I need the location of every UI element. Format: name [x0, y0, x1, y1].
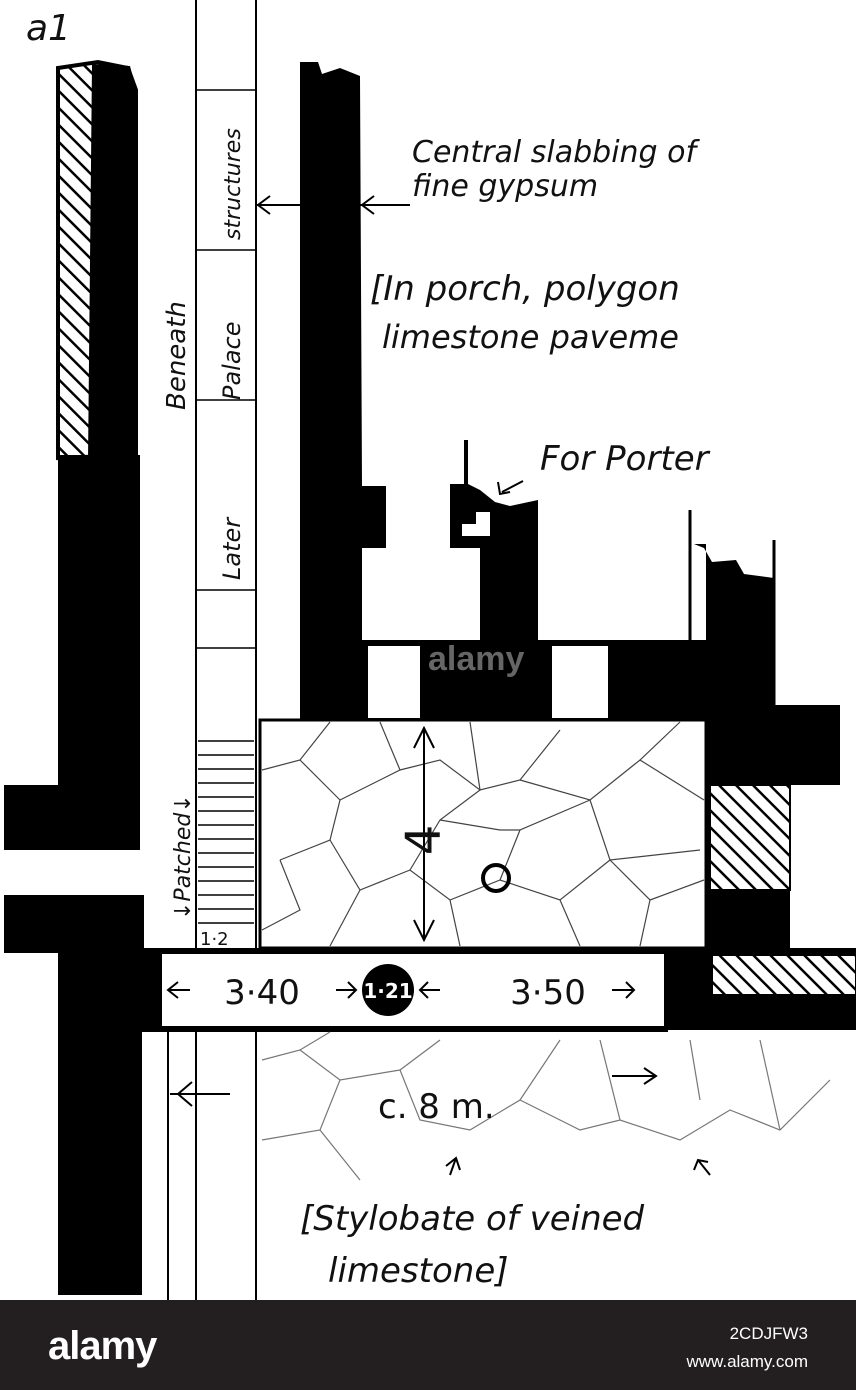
dimension-centre: 1·21: [363, 979, 412, 1003]
porch-pavement: [258, 718, 708, 950]
porch-note-line1: [In porch, polygon: [370, 269, 680, 309]
dimension-band: [142, 948, 668, 1032]
corner-label: a1: [26, 8, 71, 49]
stock-footer: alamy 2CDJFW3 www.alamy.com: [0, 1300, 856, 1390]
vertical-note-structures: structures: [221, 128, 246, 240]
depth-label: 4: [396, 825, 452, 856]
stylobate-line1: [Stylobate of veined: [300, 1199, 645, 1239]
watermark: alamy: [428, 640, 524, 678]
pointer-arrows: [170, 195, 711, 1176]
dimension-right: 3·50: [510, 973, 586, 1013]
vertical-note-later: Later: [218, 516, 246, 580]
stock-logo: alamy: [48, 1324, 157, 1368]
small-dimension: 1·2: [200, 929, 229, 950]
central-slabbing-line2: fine gypsum: [412, 169, 598, 204]
width-label: c. 8 m.: [378, 1087, 495, 1127]
site-url: www.alamy.com: [686, 1352, 808, 1371]
dimension-left: 3·40: [224, 973, 300, 1013]
floor-plan-diagram: a1 Beneath Later Palace structures ↓Patc…: [4, 0, 856, 1300]
image-id: 2CDJFW3: [729, 1324, 808, 1343]
porter-niche: [424, 440, 538, 720]
dimension-arrows: [166, 981, 636, 999]
vertical-note-beneath: Beneath: [162, 301, 192, 410]
left-wall: [4, 59, 144, 1295]
porter-label: For Porter: [540, 439, 711, 479]
central-wall: [300, 62, 386, 720]
right-wall: [614, 510, 856, 1030]
stylobate-pavement: [261, 1031, 831, 1181]
threshold-blocks: [362, 640, 614, 720]
central-slabbing-line1: Central slabbing of: [412, 135, 700, 170]
patched-label: ↓Patched↓: [171, 794, 196, 920]
stylobate-line2: limestone]: [328, 1251, 509, 1291]
vertical-note-palace: Palace: [218, 321, 246, 400]
stock-info: 2CDJFW3 www.alamy.com: [686, 1320, 808, 1376]
porch-note-line2: limestone paveme: [382, 318, 679, 356]
